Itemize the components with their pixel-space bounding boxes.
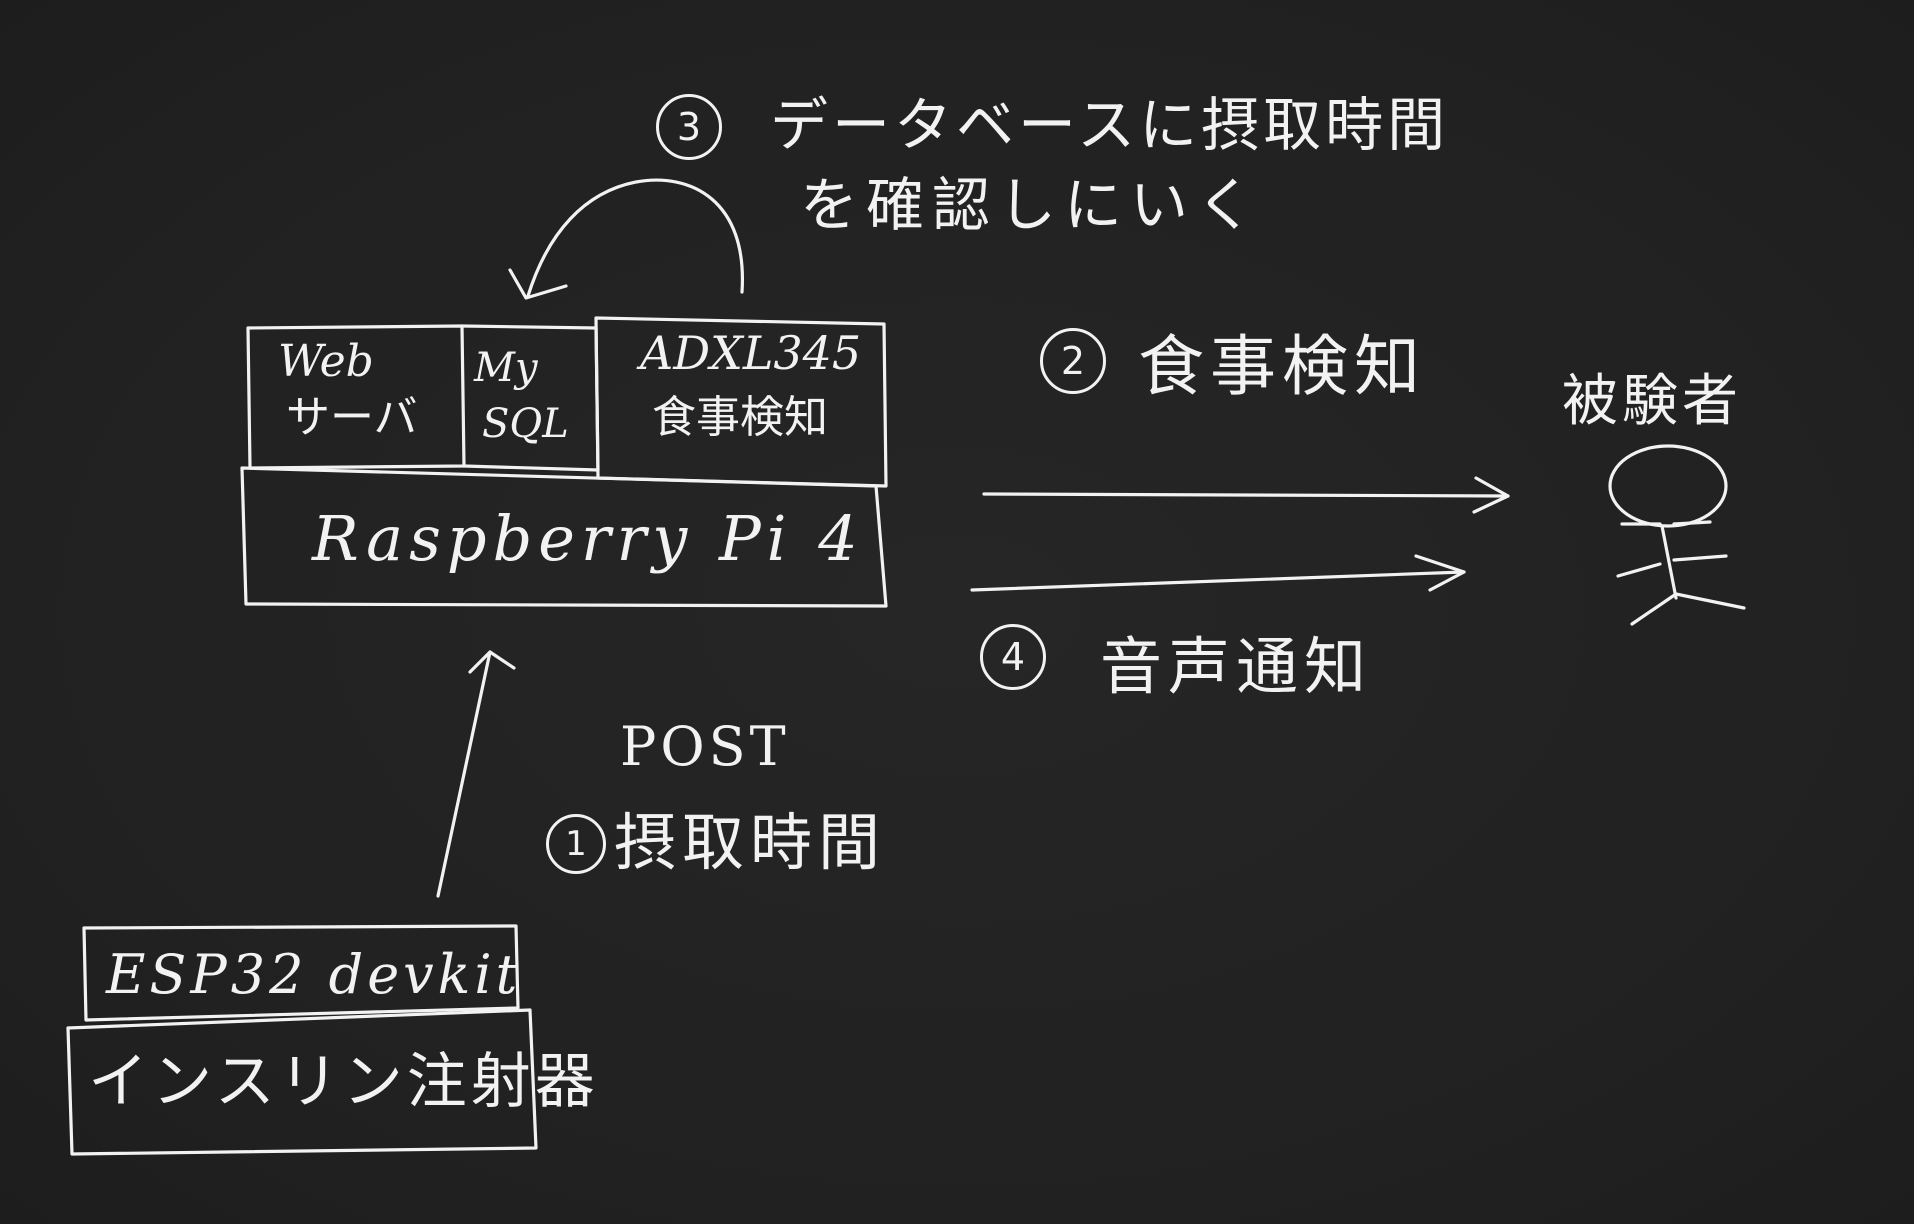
step2-arrowhead [1472,476,1510,514]
step3-number: 3 [656,94,722,160]
esp32-box [82,924,520,1022]
mysql-label-line1: My [474,345,538,391]
post-label: POST [620,715,790,778]
web-server-label-line1: Web [278,336,374,387]
web-server-label-line2: サーバ [286,392,418,443]
step3-curved-arrow [526,178,744,298]
step1-arrowhead [468,650,516,674]
subject-label: 被験者 [1562,369,1742,434]
step3-label-line1: データベースに摂取時間 [770,91,1450,159]
step2-label: 食事検知 [1138,328,1426,405]
raspberry-pi-box [240,466,888,608]
step4-arrow [970,570,1466,592]
mysql-label-line2: SQL [482,401,569,447]
subject-arms [1616,520,1728,578]
step4-arrowhead [1414,554,1466,592]
step1-label: 摂取時間 [614,806,887,879]
insulin-injector-box [66,1008,538,1156]
adxl345-label: ADXL345 [640,326,862,380]
step3-label-line2: を確認しにいく [800,171,1263,239]
step4-number: 4 [980,624,1046,690]
subject-legs [1630,592,1746,626]
step3-arrowhead [508,268,568,300]
adxl345-meal-detection-label: 食事検知 [652,392,828,443]
insulin-injector-label: インスリン注射器 [88,1047,599,1117]
step2-arrow [982,492,1510,498]
adxl345-box [594,316,888,488]
step4-label: 音声通知 [1100,630,1373,703]
step2-number: 2 [1040,328,1106,394]
raspberry-pi-label: Raspberry Pi 4 [312,502,864,575]
step1-arrow [436,650,492,898]
subject-body [1660,524,1678,600]
esp32-label: ESP32 devkit [106,943,522,1006]
step1-number: 1 [546,814,606,874]
subject-head [1608,444,1728,528]
